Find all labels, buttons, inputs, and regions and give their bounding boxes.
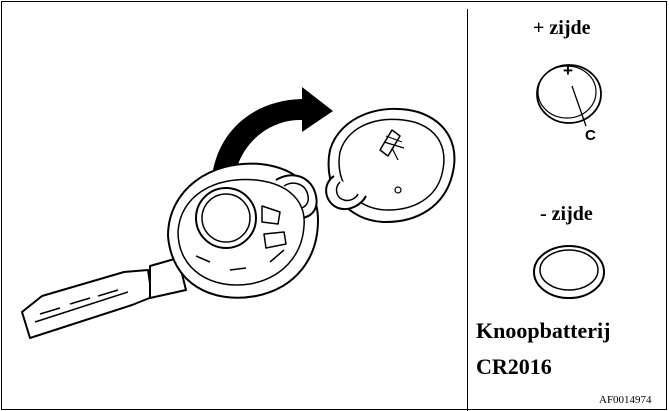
- coin-battery-plus-icon: [536, 64, 602, 127]
- battery-name: Knoopbatterij: [476, 318, 611, 343]
- panel-divider: [467, 9, 468, 411]
- callout-c: C: [585, 127, 596, 144]
- plus-symbol: +: [563, 61, 573, 80]
- curved-arrow-icon: [213, 87, 333, 174]
- coin-battery-minus-icon: [533, 245, 605, 299]
- key-cover-icon: [325, 107, 456, 223]
- minus-side-label: - zijde: [540, 203, 593, 225]
- remote-key-icon: [21, 162, 319, 339]
- battery-model: CR2016: [476, 354, 552, 379]
- reference-code: AF0014974: [599, 394, 652, 406]
- plus-side-label: + zijde: [533, 17, 591, 39]
